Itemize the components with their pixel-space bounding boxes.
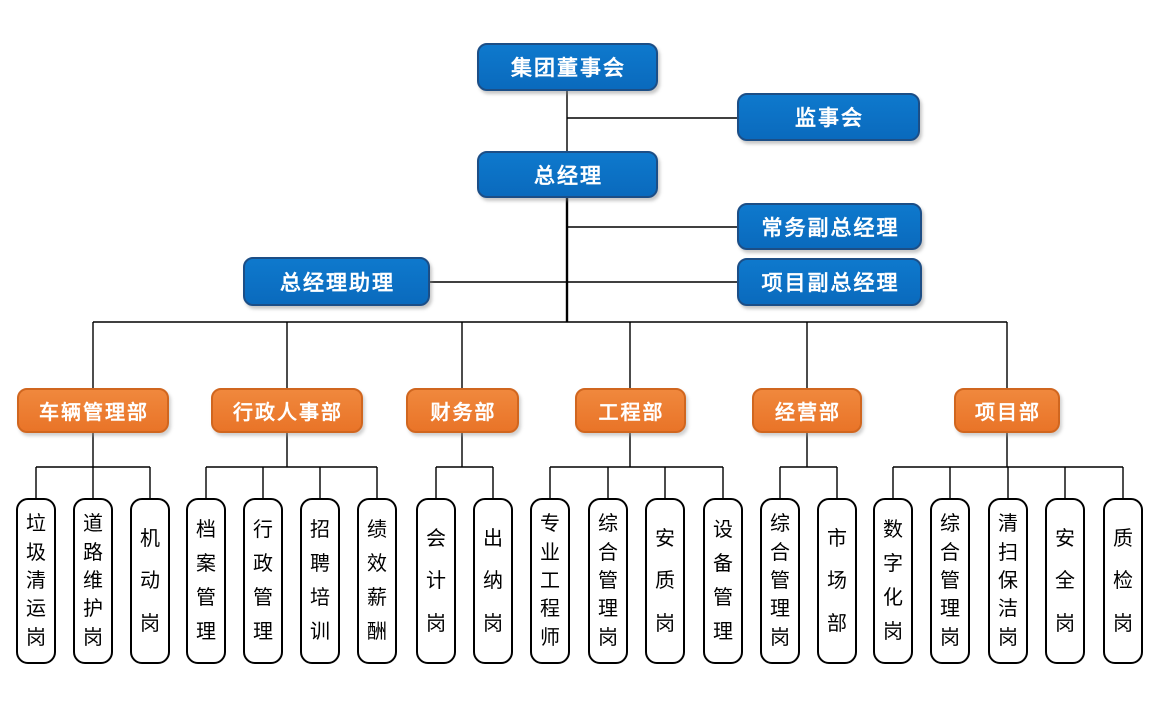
org-node-board: 集团董事会 — [477, 43, 658, 91]
org-post-node: 清扫保洁岗 — [988, 498, 1028, 664]
org-post-node: 安质岗 — [645, 498, 685, 664]
org-post-node: 会计岗 — [416, 498, 456, 664]
org-post-node: 综合管理岗 — [760, 498, 800, 664]
org-node-dept-operations: 经营部 — [752, 388, 862, 433]
org-post-node: 质检岗 — [1103, 498, 1143, 664]
org-post-node: 道路维护岗 — [73, 498, 113, 664]
org-post-node: 招聘培训 — [300, 498, 340, 664]
org-post-node: 档案管理 — [186, 498, 226, 664]
org-node-dept-finance: 财务部 — [406, 388, 519, 433]
org-post-node: 市场部 — [817, 498, 857, 664]
org-post-node: 绩效薪酬 — [357, 498, 397, 664]
org-node-project-deputy-gm: 项目副总经理 — [737, 258, 922, 306]
org-post-node: 专业工程师 — [530, 498, 570, 664]
org-node-dept-project: 项目部 — [954, 388, 1060, 433]
org-node-dept-engineering: 工程部 — [575, 388, 686, 433]
org-post-node: 数字化岗 — [873, 498, 913, 664]
org-post-node: 出纳岗 — [473, 498, 513, 664]
org-post-node: 行政管理 — [243, 498, 283, 664]
org-node-supervisory-board: 监事会 — [737, 93, 920, 141]
org-node-dept-admin-hr: 行政人事部 — [211, 388, 363, 433]
org-node-executive-deputy-gm: 常务副总经理 — [737, 203, 922, 250]
org-node-general-manager: 总经理 — [477, 151, 658, 198]
org-post-node: 综合管理岗 — [588, 498, 628, 664]
org-post-node: 安全岗 — [1045, 498, 1085, 664]
org-post-node: 机动岗 — [130, 498, 170, 664]
org-post-node: 综合管理岗 — [930, 498, 970, 664]
org-node-gm-assistant: 总经理助理 — [243, 257, 430, 306]
org-post-node: 垃圾清运岗 — [16, 498, 56, 664]
org-node-dept-vehicle-management: 车辆管理部 — [17, 388, 169, 433]
org-post-node: 设备管理 — [703, 498, 743, 664]
